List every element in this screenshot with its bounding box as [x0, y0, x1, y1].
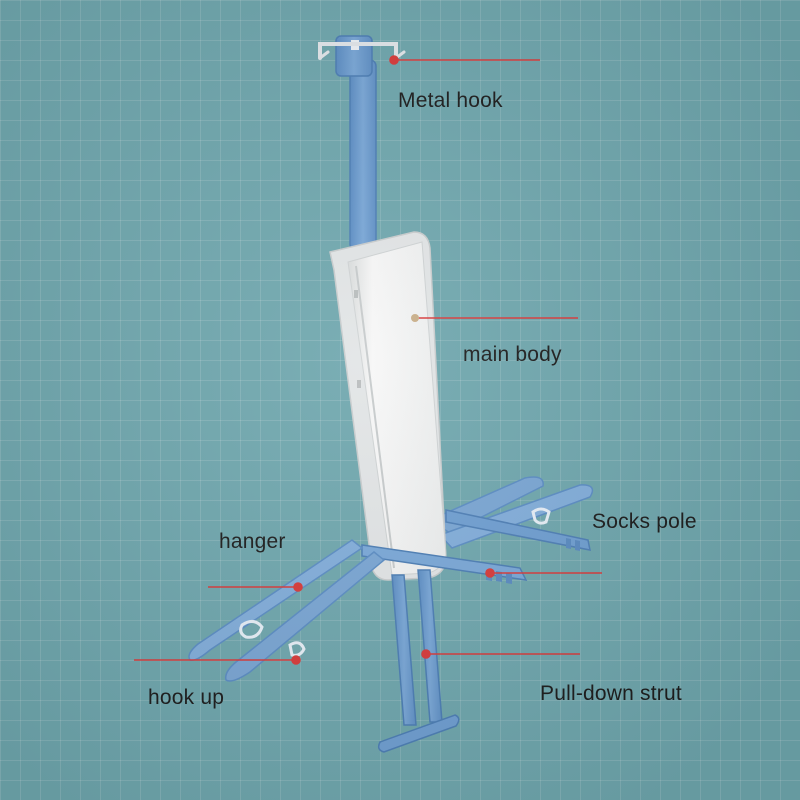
- label-socks-pole: Socks pole: [592, 510, 697, 533]
- label-hook-up: hook up: [148, 686, 225, 709]
- pull-down-strut: [377, 569, 460, 753]
- label-metal-hook: Metal hook: [398, 89, 503, 112]
- hanger-arm-front: [188, 539, 386, 682]
- socks-pole: [445, 509, 591, 551]
- label-pull-down-strut: Pull-down strut: [540, 682, 682, 705]
- leader-lines: [134, 55, 602, 665]
- label-hanger: hanger: [219, 530, 286, 553]
- top-pole: [335, 35, 377, 251]
- label-main-body: main body: [463, 343, 562, 366]
- crossbar: [361, 544, 528, 584]
- main-body: [329, 231, 447, 581]
